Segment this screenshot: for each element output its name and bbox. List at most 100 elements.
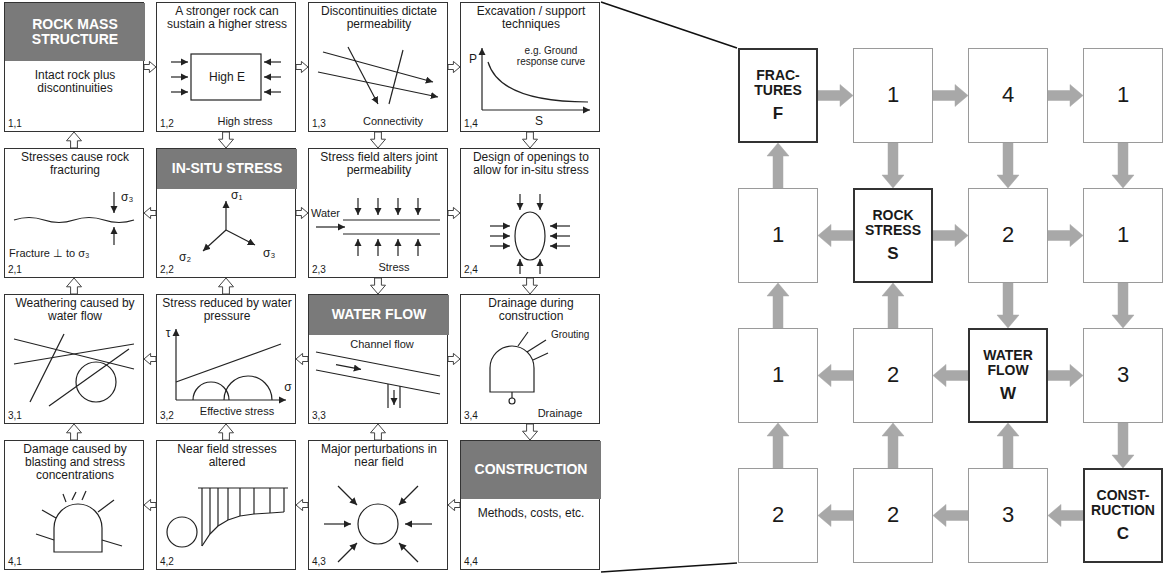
cell-number: 2,4 bbox=[464, 264, 486, 275]
block-arrow bbox=[219, 132, 234, 148]
joint-network-sketch bbox=[318, 47, 438, 104]
perturbation-sketch bbox=[399, 543, 418, 562]
cell-caption: Near field stresses altered bbox=[161, 443, 293, 469]
rating-box: 1 bbox=[853, 48, 933, 143]
cell-caption: Stresses cause rock fracturing bbox=[9, 151, 141, 177]
interaction-cell: Excavation / support techniquese.g. Grou… bbox=[460, 2, 600, 132]
figure-label: Connectivity bbox=[343, 115, 443, 127]
interaction-cell: A stronger rock can sustain a higher str… bbox=[156, 2, 296, 132]
block-arrow bbox=[767, 283, 789, 328]
block-arrow bbox=[371, 424, 386, 440]
drainage-sketch bbox=[490, 332, 548, 404]
cell-caption: Weathering caused by water flow bbox=[9, 297, 141, 323]
block-arrow bbox=[933, 504, 968, 526]
rating-box: 3 bbox=[968, 468, 1048, 563]
weathering-sketch bbox=[49, 349, 129, 406]
perturbation-sketch bbox=[358, 504, 398, 544]
cell-number: 2,3 bbox=[312, 264, 334, 275]
rating-number: 1 bbox=[1084, 83, 1162, 107]
opening-design-sketch bbox=[550, 235, 570, 236]
block-arrow bbox=[296, 61, 308, 72]
blast-damage-sketch bbox=[82, 491, 86, 500]
rating-box: 3 bbox=[1083, 328, 1163, 423]
channel-flow-sketch bbox=[399, 386, 400, 408]
blast-damage-sketch bbox=[102, 540, 122, 546]
cell-number: 4,4 bbox=[464, 556, 486, 567]
opening-design-sketch bbox=[550, 225, 570, 226]
drainage-sketch bbox=[518, 332, 528, 346]
near-field-stress-sketch bbox=[209, 488, 210, 534]
drainage-sketch bbox=[511, 392, 512, 398]
cell-number: 2,2 bbox=[160, 264, 182, 275]
block-arrow bbox=[818, 85, 853, 107]
weathering-sketch bbox=[14, 334, 134, 406]
cell-number: 4,3 bbox=[312, 556, 334, 567]
key-title: WATER FLOW bbox=[970, 348, 1046, 379]
near-field-stress-sketch bbox=[201, 488, 202, 546]
principal-stress-sketch bbox=[203, 201, 255, 251]
interaction-cell: WATER FLOWChannel flow3,3 bbox=[308, 294, 448, 424]
fracture-sketch bbox=[14, 192, 134, 245]
stiff-rock-sketch bbox=[264, 76, 281, 77]
fracture-sketch bbox=[113, 227, 114, 245]
stiff-rock-sketch bbox=[264, 91, 281, 92]
near-field-stress-sketch bbox=[227, 488, 228, 520]
cell-caption: Excavation / support techniques bbox=[465, 5, 597, 31]
block-arrow bbox=[933, 364, 968, 386]
stressed-joint-sketch bbox=[316, 226, 345, 227]
block-arrow bbox=[296, 499, 308, 510]
figure-label: σ₃ bbox=[121, 191, 143, 204]
block-arrow bbox=[1048, 85, 1083, 107]
stressed-joint-sketch bbox=[343, 233, 440, 234]
interaction-cell: Stress field alters joint permeabilityWa… bbox=[308, 148, 448, 278]
rating-number: 1 bbox=[854, 83, 932, 107]
near-field-stress-sketch bbox=[198, 487, 288, 488]
stressed-joint-sketch bbox=[377, 198, 378, 215]
block-arrow bbox=[144, 499, 156, 510]
weathering-sketch bbox=[30, 334, 64, 402]
figure-label: σ₁ bbox=[231, 189, 251, 202]
figure-label: High stress bbox=[197, 115, 293, 127]
stiff-rock-sketch bbox=[171, 91, 188, 92]
rating-number: 2 bbox=[739, 503, 817, 527]
block-arrow bbox=[219, 278, 234, 294]
block-arrow bbox=[144, 61, 156, 72]
cell-caption: Drainage during construction bbox=[465, 297, 597, 323]
cell-number: 2,1 bbox=[8, 264, 30, 275]
opening-design-sketch bbox=[490, 225, 510, 226]
figure-label: S bbox=[531, 115, 547, 128]
block-arrow bbox=[882, 143, 904, 188]
key-box: FRAC- TURESF bbox=[738, 48, 818, 143]
rating-number: 1 bbox=[1084, 223, 1162, 247]
interaction-cell: Weathering caused by water flow3,1 bbox=[4, 294, 144, 424]
figure-label: Fracture ⊥ to σ₃ bbox=[9, 247, 113, 259]
stressed-joint-sketch bbox=[417, 198, 418, 215]
channel-flow-sketch bbox=[336, 365, 361, 370]
interaction-cell: Stress reduced by water pressureτσEffect… bbox=[156, 294, 296, 424]
cell-body: Methods, costs, etc. bbox=[471, 507, 591, 520]
blast-damage-sketch bbox=[36, 491, 122, 552]
zoom-line bbox=[601, 2, 737, 48]
interaction-cell: Discontinuities dictate permeabilityConn… bbox=[308, 2, 448, 132]
figure-label: σ₃ bbox=[263, 247, 285, 260]
near-field-stress-sketch bbox=[167, 517, 197, 547]
opening-design-sketch bbox=[490, 235, 510, 236]
block-arrow bbox=[448, 207, 460, 218]
stiff-rock-sketch bbox=[171, 54, 281, 100]
interaction-cell: Drainage during constructionGroutingDrai… bbox=[460, 294, 600, 424]
channel-flow-sketch bbox=[316, 352, 440, 408]
block-arrow bbox=[144, 207, 156, 218]
weathering-sketch bbox=[14, 339, 134, 369]
interaction-cell: IN-SITU STRESSσ₁σ₂σ₃2,2 bbox=[156, 148, 296, 278]
stressed-joint-sketch bbox=[397, 239, 398, 256]
cell-number: 4,2 bbox=[160, 556, 182, 567]
opening-design-sketch bbox=[490, 194, 570, 274]
joint-network-sketch bbox=[318, 72, 438, 97]
perturbation-sketch bbox=[405, 523, 432, 524]
rating-number: 2 bbox=[854, 503, 932, 527]
cell-number: 1,1 bbox=[8, 118, 30, 129]
block-arrow bbox=[448, 353, 460, 364]
rating-number: 4 bbox=[969, 83, 1047, 107]
cell-body: Intact rock plus discontinuities bbox=[15, 69, 135, 95]
cell-caption: Major perturbations in near field bbox=[313, 443, 445, 469]
